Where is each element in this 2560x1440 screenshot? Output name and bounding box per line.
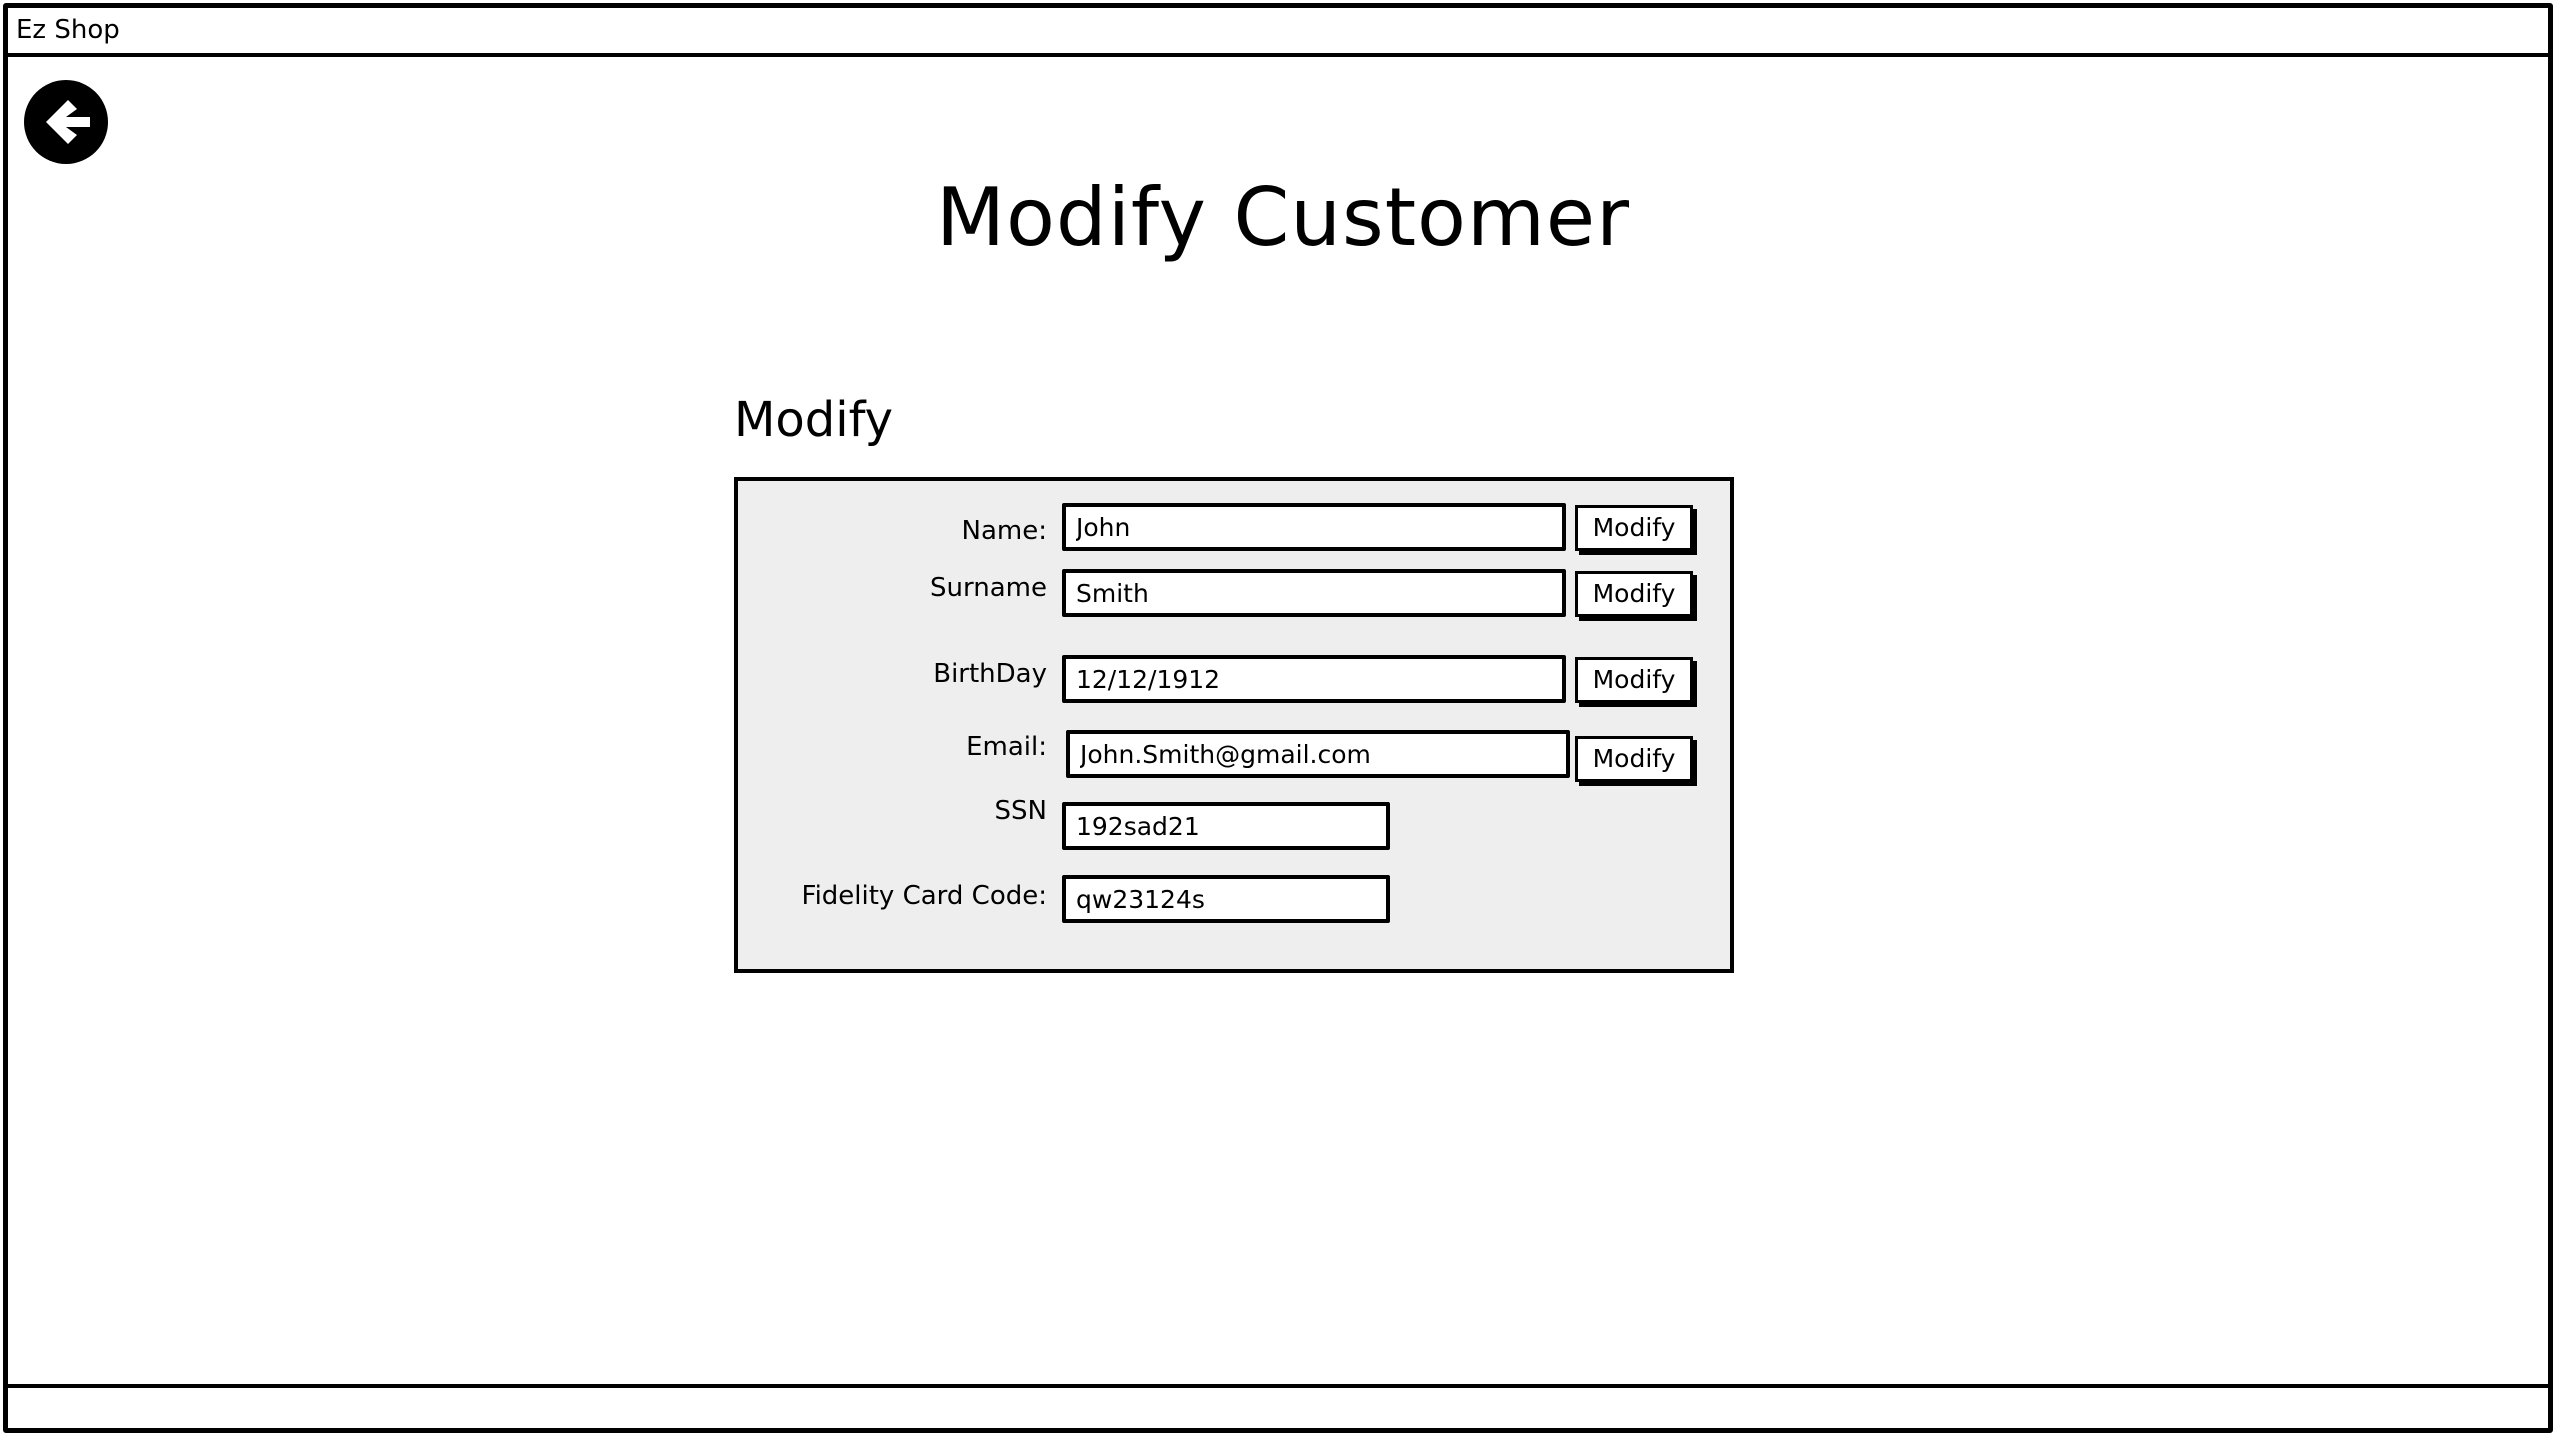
modify-name-button[interactable]: Modify bbox=[1575, 505, 1693, 551]
surname-label: Surname bbox=[930, 573, 1047, 603]
surname-input[interactable] bbox=[1062, 569, 1566, 617]
section-title: Modify bbox=[734, 392, 894, 448]
fidelity-card-input[interactable] bbox=[1062, 875, 1390, 923]
ssn-input[interactable] bbox=[1062, 802, 1390, 850]
fidelity-card-label: Fidelity Card Code: bbox=[801, 881, 1048, 911]
modify-email-button[interactable]: Modify bbox=[1575, 736, 1693, 782]
modify-form-panel: Name: Modify Surname Modify BirthDay Mod… bbox=[734, 477, 1734, 973]
surname-label-wrap: Surname bbox=[738, 572, 1047, 604]
email-label: Email: bbox=[966, 732, 1047, 762]
email-input[interactable] bbox=[1066, 730, 1570, 778]
modify-surname-button[interactable]: Modify bbox=[1575, 571, 1693, 617]
birthday-label: BirthDay bbox=[933, 659, 1047, 689]
page-title: Modify Customer bbox=[935, 171, 1631, 264]
window-title: Ez Shop bbox=[16, 15, 120, 45]
name-label: Name: bbox=[961, 516, 1047, 546]
app-window: Ez Shop Modify Customer Modify Name: Mod… bbox=[3, 3, 2553, 1433]
arrow-left-circle-icon bbox=[46, 100, 90, 144]
modify-birthday-button[interactable]: Modify bbox=[1575, 657, 1693, 703]
fidelity-card-label-wrap: Fidelity Card Code: bbox=[738, 880, 1048, 912]
status-bar bbox=[8, 1384, 2548, 1428]
name-input[interactable] bbox=[1062, 503, 1566, 551]
name-label-wrap: Name: bbox=[738, 515, 1047, 547]
ssn-label: SSN bbox=[994, 796, 1047, 826]
title-bar: Ez Shop bbox=[8, 8, 2548, 57]
email-label-wrap: Email: bbox=[738, 731, 1047, 763]
ssn-label-wrap: SSN bbox=[738, 795, 1047, 827]
back-button[interactable] bbox=[24, 80, 108, 164]
birthday-label-wrap: BirthDay bbox=[738, 658, 1047, 690]
birthday-input[interactable] bbox=[1062, 655, 1566, 703]
